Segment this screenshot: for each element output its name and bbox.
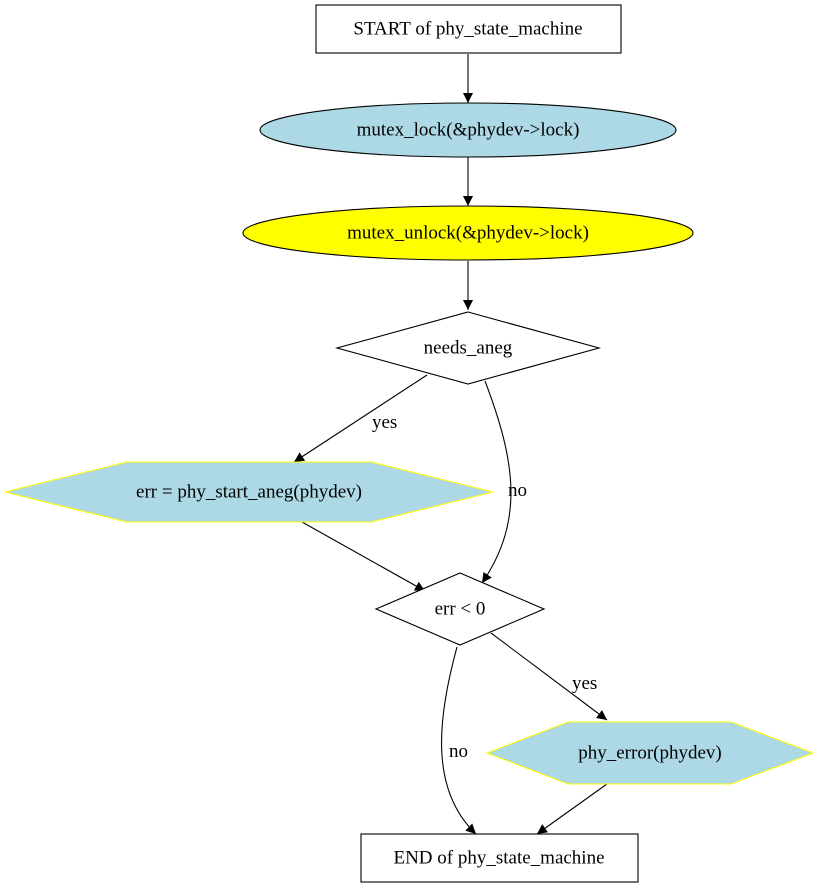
node-end-label: END of phy_state_machine xyxy=(393,848,604,869)
node-phy-error-shape xyxy=(485,721,815,785)
node-mutex-unlock: mutex_unlock(&phydev->lock) xyxy=(242,205,694,261)
node-mutex-unlock-shape xyxy=(242,205,694,261)
node-needs-aneg-label: needs_aneg xyxy=(424,338,513,359)
node-start-shape xyxy=(315,4,622,54)
edge-labels: yes no yes no xyxy=(372,412,597,762)
node-phy-error: phy_error(phydev) xyxy=(485,721,815,785)
node-start: START of phy_state_machine xyxy=(315,4,622,54)
edge-err-check-to-phy-error xyxy=(490,632,608,721)
node-needs-aneg-shape xyxy=(334,311,602,385)
edge-needs-aneg-to-start-aneg xyxy=(293,374,428,463)
edge-err-check-to-end xyxy=(441,646,477,835)
node-err-check: err < 0 xyxy=(374,572,546,646)
node-err-check-shape xyxy=(374,572,546,646)
node-phy-error-label: phy_error(phydev) xyxy=(578,743,722,764)
node-mutex-unlock-label: mutex_unlock(&phydev->lock) xyxy=(347,223,589,244)
node-end: END of phy_state_machine xyxy=(360,833,639,883)
node-start-aneg-shape xyxy=(4,461,494,523)
edge-label-needs-aneg-no: no xyxy=(508,480,527,501)
edge-label-err-check-yes: yes xyxy=(572,673,597,694)
node-mutex-lock: mutex_lock(&phydev->lock) xyxy=(259,102,677,158)
edge-needs-aneg-to-err-check xyxy=(481,380,512,584)
edge-label-err-check-no: no xyxy=(449,741,468,762)
node-end-shape xyxy=(360,833,639,883)
node-start-label: START of phy_state_machine xyxy=(353,19,582,40)
node-err-check-label: err < 0 xyxy=(435,599,486,620)
node-mutex-lock-label: mutex_lock(&phydev->lock) xyxy=(357,120,580,141)
edges xyxy=(293,54,608,835)
edge-label-needs-aneg-yes: yes xyxy=(372,412,397,433)
node-mutex-lock-shape xyxy=(259,102,677,158)
node-start-aneg: err = phy_start_aneg(phydev) xyxy=(4,461,494,523)
node-start-aneg-label: err = phy_start_aneg(phydev) xyxy=(136,482,362,503)
node-needs-aneg: needs_aneg xyxy=(334,311,602,385)
edge-start-aneg-to-err-check xyxy=(301,521,426,592)
edge-phy-error-to-end xyxy=(536,783,608,835)
